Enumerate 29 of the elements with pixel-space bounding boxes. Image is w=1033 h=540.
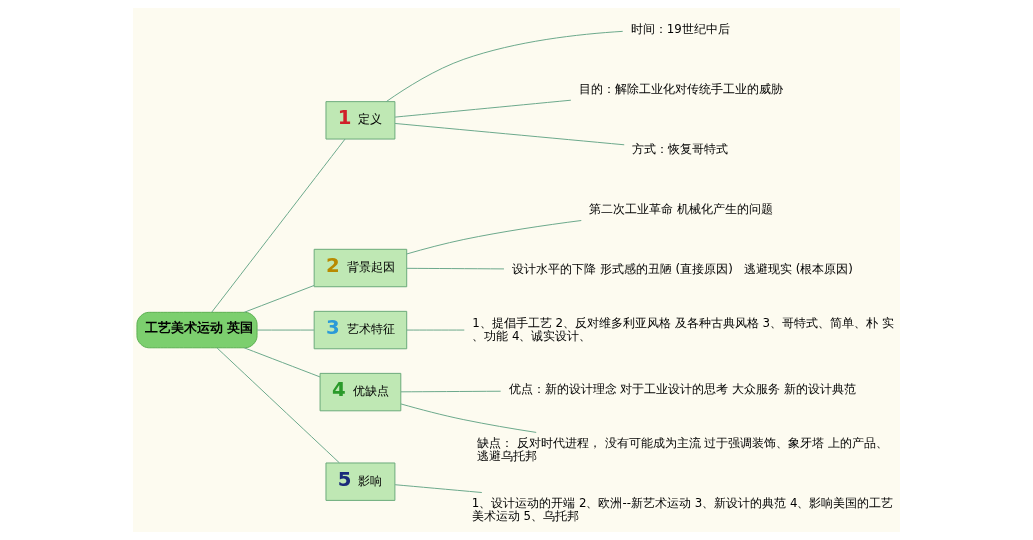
node-text: 时间：19世纪中后	[630, 21, 730, 36]
connector	[243, 347, 321, 378]
connector	[211, 138, 346, 313]
node-text: 优点：新的设计理念 对于工业设计的思考 大众服务 新的设计典范	[508, 382, 856, 397]
connector	[400, 390, 502, 393]
node-box: 工艺美术运动 英国	[136, 311, 258, 349]
connector	[400, 403, 537, 433]
connector	[406, 329, 465, 331]
connector	[243, 285, 315, 313]
node-text: 第二次工业革命 机械化产生的问题	[589, 201, 774, 216]
connector	[394, 123, 625, 146]
node-text: 设计水平的下降 形式感的丑陋 (直接原因) 逃避现实 (根本原因)	[512, 262, 853, 277]
connector	[406, 267, 505, 270]
node-text: 1、设计运动的开端 2、欧洲--新艺术运动 3、新设计的典范 4、影响美国的工艺美术运动 5、乌托邦	[471, 495, 894, 523]
connector	[394, 99, 572, 118]
node-text: 缺点： 反对时代进程， 没有可能成为主流 过于强调装饰、象牙塔 上的产品、逃避乌托邦	[477, 435, 889, 463]
node-text: 1、提倡手工艺 2、反对维多利亚风格 及各种古典风格 3、哥特式、简单、朴 实、功能 4、诚实设计、	[472, 315, 894, 343]
node-text: 方式：恢复哥特式	[632, 141, 729, 156]
connector	[406, 220, 582, 255]
node-box: 2 背景起因	[313, 248, 408, 288]
node-text: 目的：解除工业化对传统手工业的威胁	[579, 81, 784, 96]
node-box: 3 艺术特征	[313, 310, 408, 350]
connector	[394, 484, 483, 493]
connector	[256, 329, 315, 331]
node-box: 4 优缺点	[319, 372, 402, 412]
connector	[216, 347, 340, 464]
node-box: 1 定义	[325, 101, 396, 140]
connector	[386, 30, 624, 102]
node-box: 5 影响	[325, 462, 396, 501]
